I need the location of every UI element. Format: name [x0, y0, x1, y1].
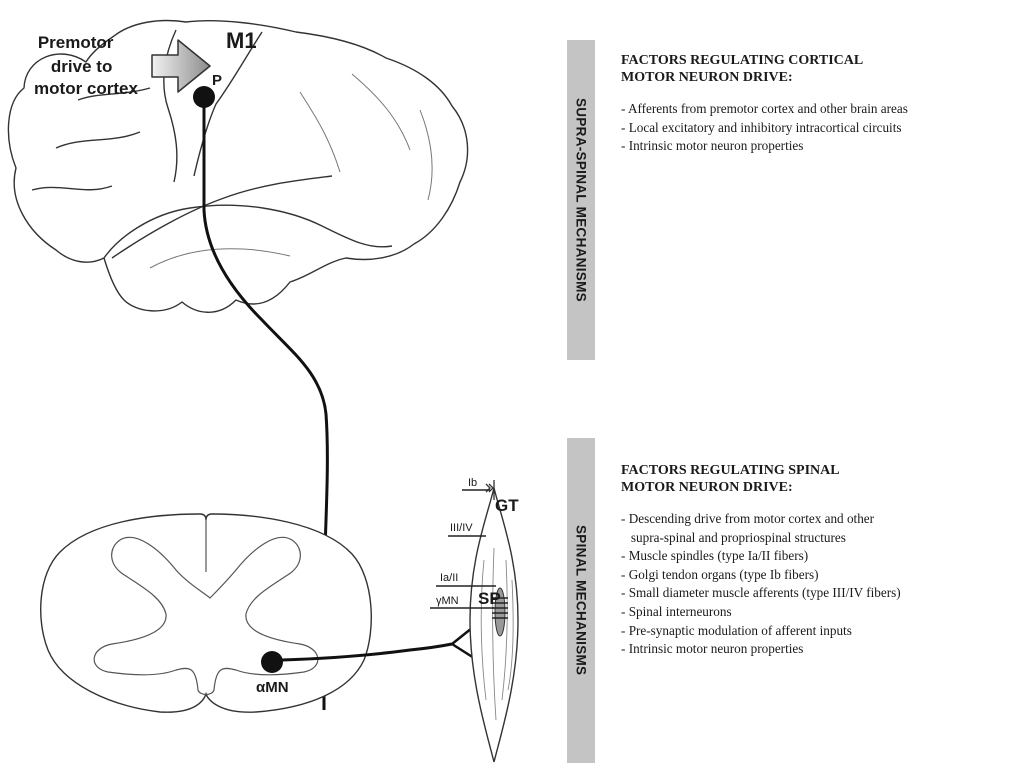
muscle-fiber	[501, 559, 508, 701]
iii-iv-label: III/IV	[450, 522, 473, 534]
heading-line: MOTOR NEURON DRIVE:	[621, 480, 793, 495]
list-item: - Intrinsic motor neuron properties	[621, 138, 804, 154]
muscle-fiber	[492, 547, 497, 721]
cortical-factors-heading: FACTORS REGULATING CORTICAL MOTOR NEURON…	[621, 52, 1021, 86]
occipital-sulcus	[419, 109, 433, 201]
frontal-sulcus	[55, 131, 141, 149]
muscle-fiber	[507, 579, 514, 691]
premotor-drive-label: Premotor drive to motor cortex	[34, 33, 138, 98]
m1-label: M1	[226, 28, 257, 53]
list-item: - Local excitatory and inhibitory intrac…	[621, 119, 902, 135]
spinal-factors-list: - Descending drive from motor cortex and…	[621, 510, 1021, 659]
list-item: - Intrinsic motor neuron properties	[621, 641, 804, 657]
brain-illustration	[7, 19, 469, 313]
alpha-mn-label: αMN	[256, 679, 289, 696]
list-item: - Muscle spindles (type Ia/II fibers)	[621, 548, 809, 564]
sp-label: SP	[478, 589, 501, 608]
p-label: P	[212, 72, 222, 89]
premotor-drive-arrow	[151, 39, 211, 93]
muscle-illustration	[469, 487, 519, 763]
muscle-spindle	[492, 587, 508, 637]
list-item: - Afferents from premotor cortex and oth…	[621, 101, 908, 116]
pyramidal-neuron	[193, 86, 215, 108]
neural-pathway-diagram: Premotor drive to motor cortex M1 P αMN	[7, 19, 519, 763]
list-item: - Golgi tendon organs (type Ib fibers)	[621, 566, 819, 582]
cortical-factors-panel: FACTORS REGULATING CORTICAL MOTOR NEURON…	[621, 52, 1021, 156]
frontal-sulcus	[77, 87, 151, 101]
alpha-motor-neuron	[261, 651, 283, 673]
sensory-fibers	[430, 489, 496, 609]
central-sulcus	[193, 31, 263, 177]
heading-line: FACTORS REGULATING CORTICAL	[621, 53, 864, 68]
muscle-fiber	[480, 559, 487, 701]
gamma-mn-label: γMN	[436, 595, 459, 607]
list-item: - Pre-synaptic modulation of afferent in…	[621, 622, 852, 638]
parietal-sulcus	[299, 91, 341, 173]
list-item: - Spinal interneurons	[621, 603, 732, 619]
list-item: - Small diameter muscle afferents (type …	[621, 585, 901, 601]
cortical-factors-list: - Afferents from premotor cortex and oth…	[621, 100, 1021, 156]
motor-axon	[281, 642, 453, 662]
spinal-cord-section	[40, 513, 372, 713]
ib-label: Ib	[468, 477, 477, 489]
corticospinal-axon	[202, 106, 329, 682]
gt-label: GT	[495, 496, 519, 515]
precentral-sulcus	[163, 29, 178, 183]
ia-ii-label: Ia/II	[440, 572, 458, 584]
neuromuscular-junction	[451, 627, 475, 660]
supra-spinal-bar-label: SUPRA-SPINAL MECHANISMS	[573, 98, 589, 302]
parietal-sulcus	[351, 73, 411, 151]
spinal-bar-label: SPINAL MECHANISMS	[573, 525, 589, 676]
temporal-sulcus	[149, 248, 291, 269]
spinal-cord-outline	[40, 513, 372, 713]
heading-line: FACTORS REGULATING SPINAL	[621, 463, 840, 478]
heading-line: MOTOR NEURON DRIVE:	[621, 70, 793, 85]
sylvian-fissure	[111, 175, 333, 259]
spinal-factors-heading: FACTORS REGULATING SPINAL MOTOR NEURON D…	[621, 462, 1021, 496]
spinal-factors-panel: FACTORS REGULATING SPINAL MOTOR NEURON D…	[621, 462, 1021, 659]
frontal-sulcus	[31, 185, 113, 191]
supra-spinal-bar: SUPRA-SPINAL MECHANISMS	[567, 40, 595, 360]
temporal-lobe-edge	[103, 204, 393, 259]
list-item: supra-spinal and propriospinal structure…	[621, 529, 846, 545]
muscle-outline	[469, 487, 519, 763]
spinal-bar: SPINAL MECHANISMS	[567, 438, 595, 763]
list-item: - Descending drive from motor cortex and…	[621, 511, 875, 526]
grey-matter	[93, 536, 319, 696]
